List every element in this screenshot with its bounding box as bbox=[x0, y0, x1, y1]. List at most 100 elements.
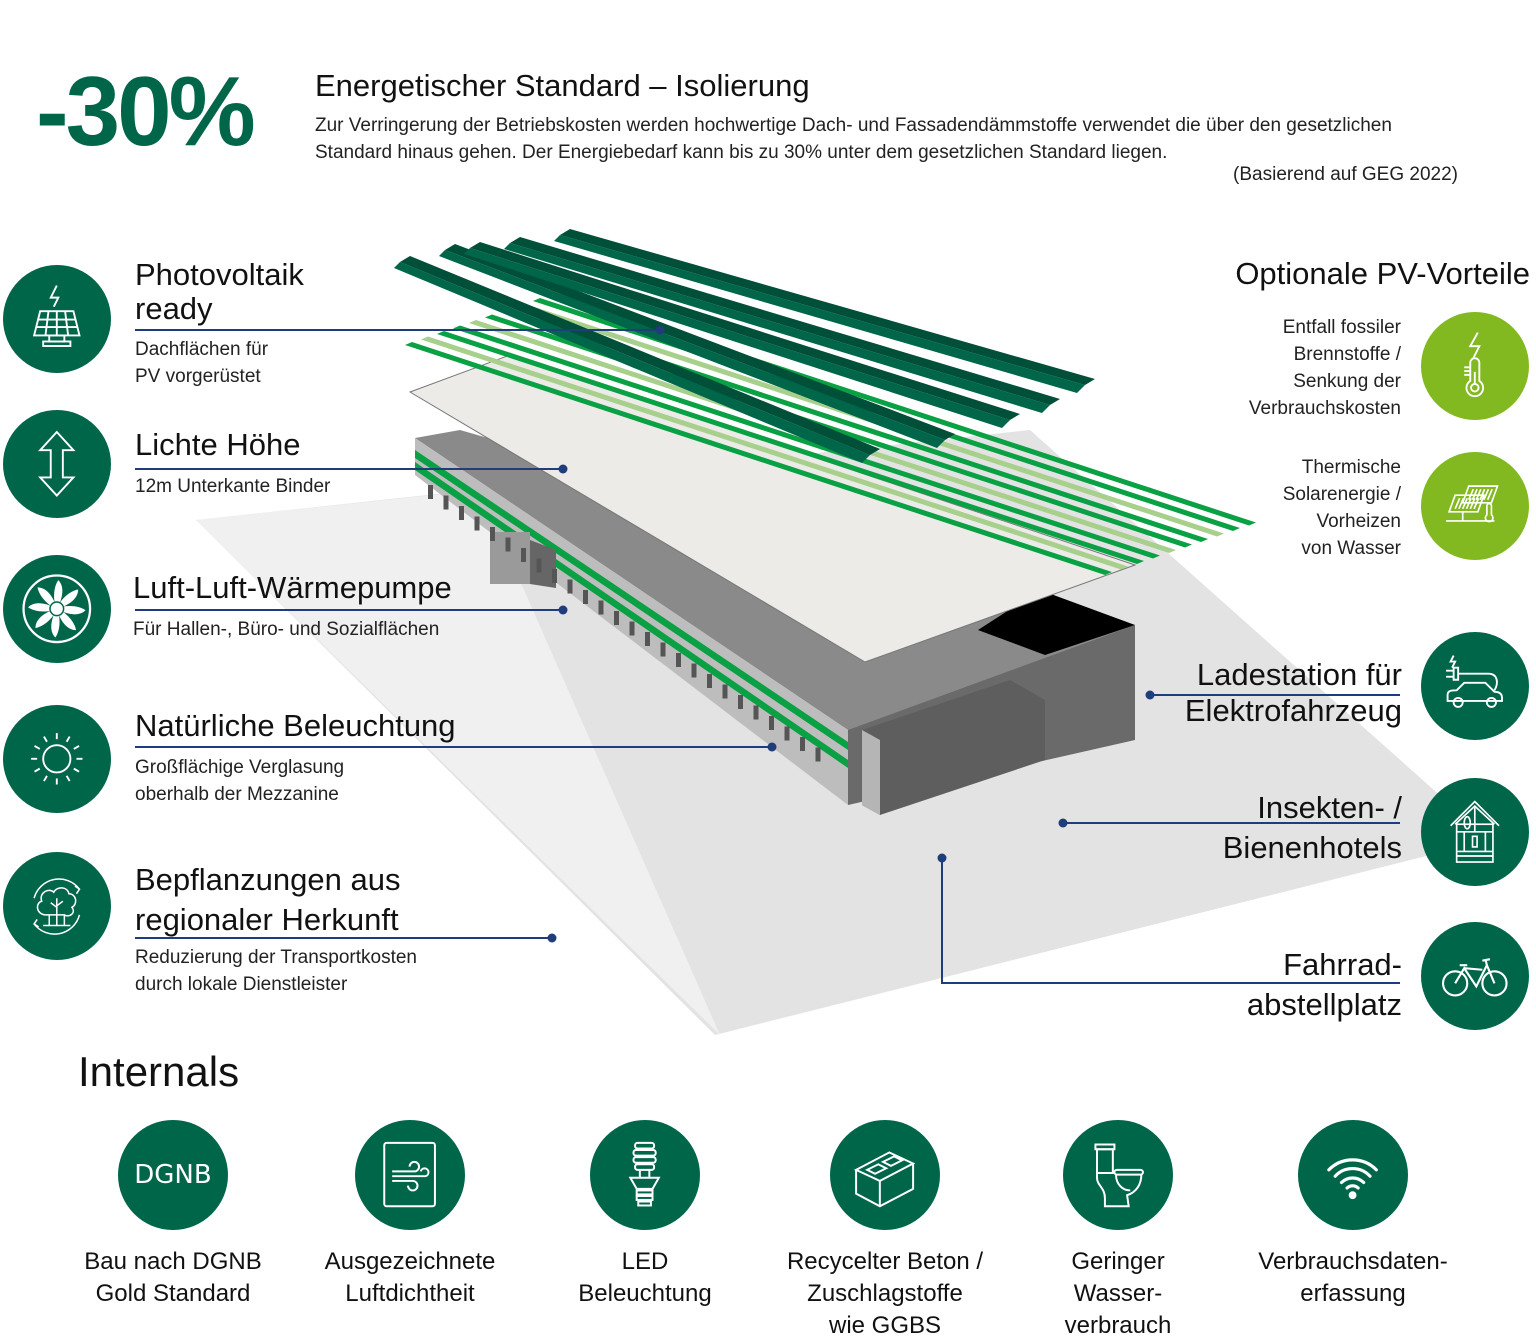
window bbox=[784, 726, 790, 741]
window bbox=[769, 716, 774, 730]
savings-percentage: -30% bbox=[36, 56, 256, 166]
sun-ray bbox=[73, 768, 80, 773]
sub-line: durch lokale Dienstleister bbox=[135, 974, 348, 995]
facade-windows bbox=[428, 485, 821, 762]
leader-dots bbox=[547, 325, 1155, 943]
sub-line: Reduzierung der Transportkosten bbox=[135, 947, 417, 968]
ev-charging-icon bbox=[1446, 655, 1504, 709]
hatch-line bbox=[1487, 489, 1494, 501]
sun-ray bbox=[34, 768, 41, 773]
title-line: abstellplatz bbox=[1246, 987, 1402, 1022]
line: Thermische bbox=[1301, 457, 1401, 478]
led-bulb-icon bbox=[590, 1120, 700, 1230]
pv-benefits-title: Optionale PV-Vorteile bbox=[1235, 256, 1530, 291]
hatch-line bbox=[1471, 489, 1479, 501]
title-line: Insekten- / bbox=[1257, 790, 1402, 825]
roof-panel bbox=[504, 243, 1050, 413]
window bbox=[800, 737, 805, 751]
internal-label: LED Beleuchtung bbox=[525, 1246, 765, 1310]
window bbox=[474, 516, 480, 531]
bicycle-icon bbox=[1442, 958, 1508, 997]
thermometer-bolt-icon bbox=[1464, 332, 1485, 398]
wifi-signal-icon bbox=[1327, 1158, 1379, 1200]
internal-label: Verbrauchsdaten- erfassung bbox=[1233, 1246, 1473, 1310]
sun-ray bbox=[43, 775, 48, 782]
concrete-block-icon bbox=[830, 1120, 940, 1230]
solar-panel-icon bbox=[33, 285, 81, 348]
sub-line: Großflächige Verglasung bbox=[135, 757, 345, 778]
wc-icon bbox=[1094, 1143, 1145, 1208]
hatch-line bbox=[1462, 498, 1469, 510]
window bbox=[583, 590, 588, 604]
roof-panel bbox=[439, 250, 945, 448]
line: Gold Standard bbox=[95, 1280, 251, 1307]
line: Entfall fossiler bbox=[1282, 317, 1401, 338]
hatch-line bbox=[1479, 489, 1486, 501]
sun-ray bbox=[73, 745, 80, 750]
title-line: ready bbox=[135, 291, 213, 326]
wifi-icon bbox=[1298, 1120, 1408, 1230]
feature-title-fahrrad: Fahrrad- abstellplatz bbox=[1247, 945, 1402, 1025]
feature-sub-lichte-hoehe: 12m Unterkante Binder bbox=[135, 476, 331, 497]
feature-title-photovoltaik: Photovoltaik ready bbox=[135, 258, 304, 326]
line: verbrauch bbox=[1064, 1312, 1172, 1339]
window bbox=[629, 621, 635, 636]
sub-line: oberhalb der Mezzanine bbox=[135, 784, 339, 805]
line: Recycelter Beton / bbox=[786, 1248, 984, 1275]
window bbox=[815, 747, 821, 762]
feature-title-beleuchtung: Natürliche Beleuchtung bbox=[135, 708, 456, 743]
internal-item-luftdichtheit: Ausgezeichnete Luftdichtheit bbox=[290, 1120, 530, 1310]
hatch-line bbox=[1458, 498, 1465, 510]
feature-sub-photovoltaik: Dachflächen für PV vorgerüstet bbox=[135, 336, 268, 390]
feature-fahrrad bbox=[1421, 922, 1529, 1030]
sub-line: PV vorgerüstet bbox=[135, 366, 261, 387]
feature-lichte-hoehe bbox=[3, 410, 111, 518]
roof-panel bbox=[464, 248, 1010, 428]
title-line: Bienenhotels bbox=[1222, 830, 1402, 865]
trees-cycle-icon bbox=[33, 878, 81, 936]
line: Wasser- bbox=[1073, 1280, 1163, 1307]
airtight-wind-icon bbox=[355, 1120, 465, 1230]
line: von Wasser bbox=[1301, 538, 1401, 559]
line: Vorheizen bbox=[1316, 511, 1401, 532]
line: Luftdichtheit bbox=[345, 1280, 475, 1307]
ground-plane-shade bbox=[196, 490, 720, 1035]
internal-label: Geringer Wasser- verbrauch bbox=[998, 1246, 1238, 1342]
line: Geringer bbox=[1071, 1248, 1165, 1275]
title-line: Ladestation für bbox=[1196, 657, 1402, 692]
line: Senkung der bbox=[1293, 371, 1401, 392]
window bbox=[428, 485, 433, 499]
window bbox=[598, 600, 604, 615]
window bbox=[490, 527, 495, 541]
internal-item-led: LED Beleuchtung bbox=[525, 1120, 765, 1310]
window bbox=[505, 537, 511, 552]
roof-panel-edge bbox=[470, 242, 1020, 420]
title-line: Bepflanzungen aus bbox=[135, 862, 401, 897]
internal-item-dgnb: DGNB Bau nach DGNB Gold Standard bbox=[53, 1120, 293, 1310]
roof-panel bbox=[554, 235, 1085, 393]
sun-ray bbox=[34, 745, 41, 750]
header-description: Zur Verringerung der Betriebskosten werd… bbox=[315, 115, 1392, 163]
sun-ray bbox=[66, 775, 71, 782]
feature-waermepumpe bbox=[3, 555, 111, 663]
feature-title-bepflanzungen: Bepflanzungen aus regionaler Herkunft bbox=[135, 860, 400, 940]
pv-benefit-text: Entfall fossiler Brennstoffe / Senkung d… bbox=[1249, 314, 1401, 422]
window bbox=[552, 569, 557, 583]
hatch-line bbox=[1473, 498, 1480, 510]
toilet-icon bbox=[1063, 1120, 1173, 1230]
hatch-line bbox=[1469, 498, 1476, 510]
sun-ray bbox=[66, 736, 71, 743]
solar-thermal-icon bbox=[1446, 485, 1499, 523]
pv-benefit-text: Thermische Solarenergie / Vorheizen von … bbox=[1283, 454, 1401, 562]
header-note: (Basierend auf GEG 2022) bbox=[1233, 164, 1458, 185]
sub-line: Dachflächen für bbox=[135, 339, 269, 360]
internal-item-wasser: Geringer Wasser- verbrauch bbox=[998, 1120, 1238, 1342]
wind-box-icon bbox=[383, 1142, 437, 1208]
pv-benefit-thermal bbox=[1421, 452, 1529, 560]
header-title: Energetischer Standard – Isolierung bbox=[315, 68, 810, 103]
line: Ausgezeichnete bbox=[324, 1248, 496, 1275]
feature-photovoltaik bbox=[3, 265, 111, 373]
line: Brennstoffe / bbox=[1293, 344, 1401, 365]
line: Solarenergie / bbox=[1282, 484, 1401, 505]
